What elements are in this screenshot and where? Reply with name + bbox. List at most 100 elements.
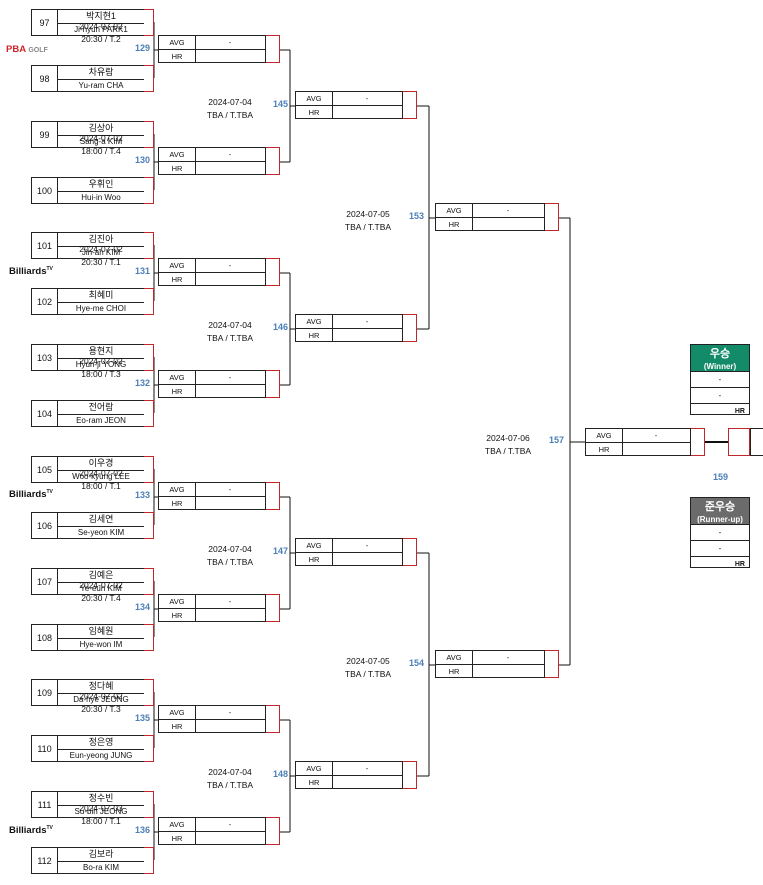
hr-label: HR: [436, 218, 473, 231]
match-stat-box: AVG-HR: [158, 482, 266, 510]
final-score-cell: [728, 428, 750, 456]
hr-label: HR: [296, 553, 333, 566]
match-number: 129: [134, 43, 150, 53]
avg-label: AVG: [159, 259, 196, 272]
score-cell: [144, 232, 154, 259]
player-english-name: Eo-ram JEON: [76, 416, 126, 425]
winner-header: 우승 (Winner): [690, 344, 750, 372]
match-time: TBA / T.TBA: [206, 557, 254, 567]
hr-label: HR: [159, 609, 196, 622]
match-stat-box: AVG-HR: [295, 761, 403, 789]
match-stat-box: AVG-HR: [158, 817, 266, 845]
avg-value: -: [365, 764, 369, 773]
match-stat-box: AVG-HR: [295, 91, 403, 119]
match-number: 135: [134, 713, 150, 723]
score-cell: [144, 288, 154, 315]
match-date: 2024-07-02: [79, 356, 123, 366]
match-number: 147: [272, 546, 288, 556]
hr-row: HR: [159, 50, 265, 63]
runnerup-hr: HR: [734, 561, 745, 568]
score-cell: [691, 428, 705, 456]
match-date: 2024-07-02: [79, 580, 123, 590]
final-match-number: 159: [712, 472, 728, 482]
match-time: TBA / T.TBA: [206, 110, 254, 120]
hr-row: HR: [159, 385, 265, 398]
score-cell: [144, 679, 154, 706]
player-english-name: Da-hye JEONG: [73, 695, 129, 704]
hr-row: HR: [296, 776, 402, 789]
avg-value: -: [228, 150, 232, 159]
hr-label: HR: [586, 443, 623, 456]
hr-label: HR: [296, 776, 333, 789]
score-cell: [266, 817, 280, 845]
avg-row: AVG-: [159, 818, 265, 832]
avg-row: AVG-: [159, 595, 265, 609]
avg-label: AVG: [296, 539, 333, 552]
billiards-tv-logo: BilliardsTV: [9, 266, 53, 277]
match-number: 133: [134, 490, 150, 500]
match-date: 2024-07-04: [208, 320, 252, 330]
player-seed: 103: [31, 344, 57, 371]
hr-row: HR: [296, 553, 402, 566]
avg-row: AVG-: [159, 706, 265, 720]
avg-row: AVG-: [436, 651, 544, 665]
match-number: 136: [134, 825, 150, 835]
player-korean-name: 임혜원: [58, 625, 144, 639]
avg-row: AVG-: [296, 762, 402, 776]
score-cell: [545, 650, 559, 678]
avg-row: AVG-: [296, 92, 402, 106]
match-time: TBA / T.TBA: [344, 669, 392, 679]
player-english-name: Se-yeon KIM: [77, 528, 125, 537]
player-korean-name: 차유람: [58, 66, 144, 80]
player-english-name: Sang-a KIM: [79, 137, 123, 146]
match-stat-box: AVG-HR: [158, 705, 266, 733]
match-number: 157: [548, 435, 564, 445]
match-stat-box: AVG-HR: [158, 594, 266, 622]
match-date: 2024-07-02: [79, 133, 123, 143]
match-schedule: 2024-07-02 20:30 / T.4: [58, 579, 144, 605]
match-time: 18:00 / T.1: [81, 481, 121, 491]
player-seed: 99: [31, 121, 57, 148]
match-date: 2024-07-05: [346, 656, 390, 666]
winner-result: - - HR: [690, 372, 750, 415]
final-next-box: [750, 428, 763, 456]
avg-label: AVG: [586, 429, 623, 442]
score-cell: [144, 735, 154, 762]
pba-golf-logo: PBA GOLF: [6, 44, 62, 55]
winner-subtitle: (Winner): [703, 362, 737, 371]
billiards-logo-text: Billiards: [9, 489, 47, 501]
avg-row: AVG-: [159, 371, 265, 385]
player-korean-name: 이우경: [58, 457, 144, 471]
avg-label: AVG: [159, 483, 196, 496]
avg-value: -: [365, 317, 369, 326]
match-date: 2024-07-03: [79, 803, 123, 813]
match-stat-box: AVG-HR: [435, 650, 545, 678]
player-seed: 101: [31, 232, 57, 259]
player-seed: 98: [31, 65, 57, 92]
avg-label: AVG: [159, 148, 196, 161]
player-english-name: Hyun-ji YONG: [75, 360, 127, 369]
player-korean-name: 정은영: [58, 736, 144, 750]
hr-row: HR: [159, 609, 265, 622]
match-date: 2024-07-04: [208, 544, 252, 554]
player-english-name: Hui-in Woo: [81, 193, 121, 202]
match-stat-box: AVG-HR: [295, 314, 403, 342]
avg-value: -: [228, 485, 232, 494]
match-date: 2024-07-02: [79, 244, 123, 254]
player-seed: 100: [31, 177, 57, 204]
player-korean-name: 김세연: [58, 513, 144, 527]
player-english-name: Ji-hyun PARK1: [74, 25, 128, 34]
billiards-logo-text: Billiards: [9, 825, 47, 837]
player-korean-name: 정수빈: [58, 792, 144, 806]
match-stat-box: AVG-HR: [585, 428, 691, 456]
avg-value: -: [365, 541, 369, 550]
match-time: 20:30 / T.4: [81, 593, 121, 603]
player-korean-name: 최혜미: [58, 289, 144, 303]
runnerup-subtitle: (Runner-up): [697, 515, 743, 524]
